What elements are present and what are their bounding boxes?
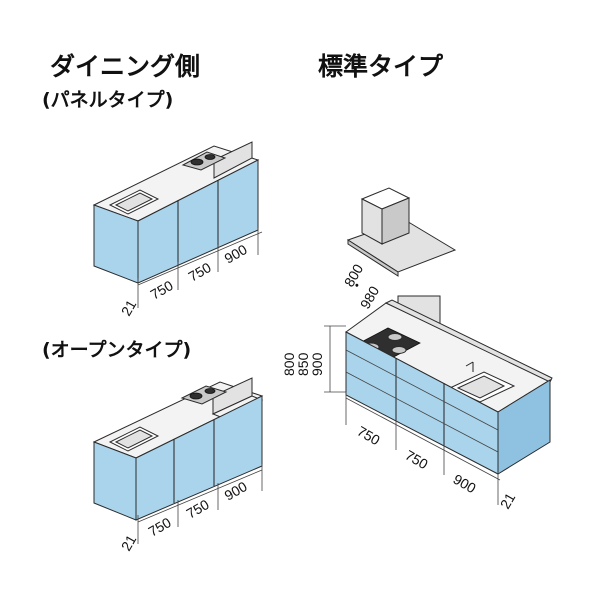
- height-dim-900: 900: [309, 352, 325, 376]
- standard-cabinet-end: [497, 379, 551, 475]
- standard-dim-900: 900: [451, 471, 479, 497]
- standard-dim-750-a: 750: [355, 423, 383, 449]
- open-dim-750-b: 750: [184, 496, 212, 522]
- open-dim-750-a: 750: [146, 514, 174, 540]
- range-hood: [346, 187, 457, 277]
- subtitle-open-type: (オープンタイプ): [42, 338, 191, 361]
- title-standard-type: 標準タイプ: [318, 52, 444, 81]
- panel-type-kitchen: 750 750 900 21: [92, 141, 263, 319]
- panel-dimension-lines: [137, 228, 263, 308]
- panel-sink: [108, 189, 160, 215]
- subtitle-panel-type: (パネルタイプ): [42, 88, 173, 111]
- open-type-kitchen: 750 750 900 21: [92, 377, 264, 554]
- panel-dim-750-a: 750: [148, 277, 176, 303]
- open-hob: [180, 385, 228, 405]
- open-dim-21: 21: [118, 532, 140, 554]
- standard-sink: [448, 361, 516, 403]
- open-sink: [108, 426, 160, 452]
- open-dimension-lines: [137, 464, 263, 544]
- standard-dim-750-b: 750: [403, 447, 431, 473]
- height-dim-850: 850: [295, 352, 311, 376]
- svg-text:・: ・: [347, 275, 368, 295]
- panel-dim-21: 21: [118, 297, 140, 319]
- panel-back-panel: [213, 141, 253, 179]
- standard-dim-21: 21: [497, 490, 519, 512]
- panel-dim-900: 900: [222, 241, 250, 267]
- panel-hob: [181, 151, 227, 171]
- standard-type-kitchen: 750 750 900 21 800 ・ 980 800 850 900: [281, 187, 553, 512]
- title-dining-side: ダイニング側: [50, 52, 200, 81]
- standard-dimension-lines: [324, 325, 501, 505]
- height-dim-800: 800: [281, 352, 297, 376]
